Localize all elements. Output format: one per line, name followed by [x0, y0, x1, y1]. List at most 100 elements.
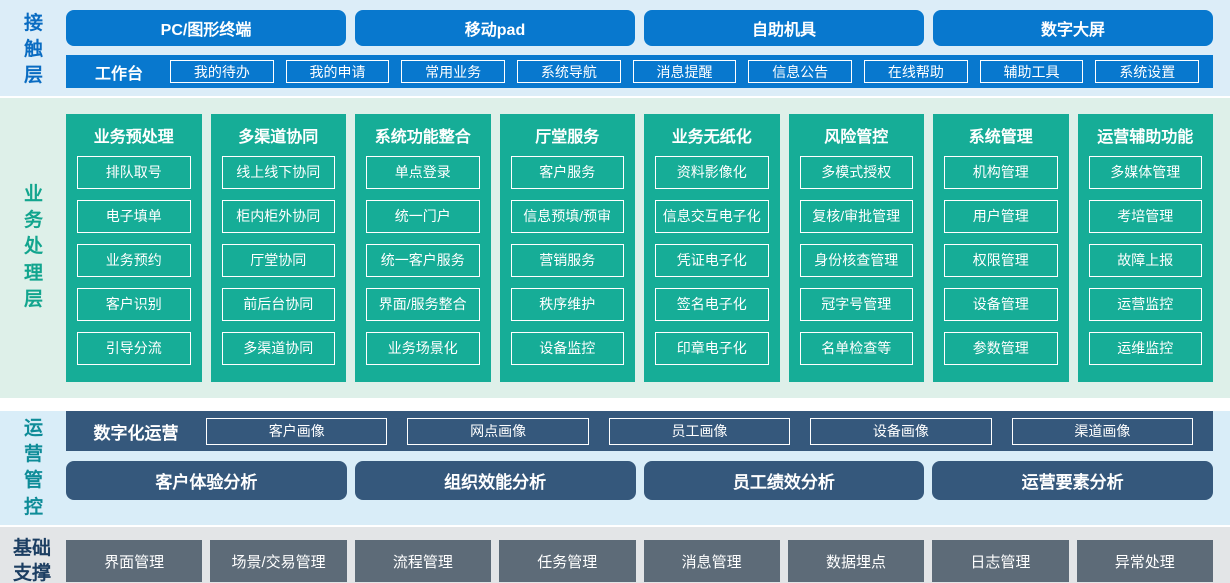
feature-box: 签名电子化: [655, 288, 769, 321]
feature-box: 运营监控: [1088, 288, 1202, 321]
foundation-box-data-tracking: 数据埋点: [787, 540, 925, 582]
feature-box: 用户管理: [944, 200, 1058, 233]
feature-box: 引导分流: [77, 332, 191, 365]
workbench-item-system-settings: 系统设置: [1095, 60, 1200, 83]
operations-control-layer: 运营管控 数字化运营 客户画像 网点画像 员工画像 设备画像 渠道画像 客户体验…: [0, 411, 1230, 525]
foundation-box-log-management: 日志管理: [932, 540, 1069, 582]
feature-box: 参数管理: [944, 332, 1058, 365]
feature-box: 设备监控: [510, 332, 624, 365]
feature-box: 厅堂协同: [221, 244, 335, 277]
terminal-self-service-machine: 自助机具: [644, 10, 924, 46]
profile-box-customer: 客户画像: [206, 417, 388, 445]
feature-box: 信息交互电子化: [655, 200, 769, 233]
workbench-item-my-applications: 我的申请: [285, 60, 390, 83]
feature-box: 故障上报: [1088, 244, 1202, 277]
profile-box-branch: 网点画像: [407, 417, 589, 445]
workbench-item-aux-tools: 辅助工具: [979, 60, 1084, 83]
analysis-row: 客户体验分析 组织效能分析 员工绩效分析 运营要素分析: [66, 461, 1213, 500]
workbench-bar: 工作台 我的待办 我的申请 常用业务 系统导航 消息提醒 信息公告 在线帮助 辅…: [66, 55, 1213, 88]
column-title: 风险管控: [824, 129, 889, 146]
column-title: 业务预处理: [93, 129, 174, 146]
profile-box-employee: 员工画像: [608, 417, 791, 445]
feature-box: 前后台协同: [221, 288, 335, 321]
workbench-item-my-todo: 我的待办: [170, 60, 274, 83]
digital-operations-label: 数字化运营: [93, 423, 179, 443]
foundation-box-process-management: 流程管理: [354, 540, 492, 582]
analysis-operation-elements: 运营要素分析: [932, 461, 1213, 500]
feature-box: 业务场景化: [366, 332, 480, 365]
feature-box: 客户识别: [77, 288, 191, 321]
column-paperless-business: 业务无纸化 资料影像化 信息交互电子化 凭证电子化 签名电子化 印章电子化: [644, 114, 780, 382]
business-processing-layer: 业务处理层 业务预处理 排队取号 电子填单 业务预约 客户识别 引导分流 多渠道…: [0, 98, 1230, 398]
workbench-item-common-business: 常用业务: [401, 60, 506, 83]
feature-box: 印章电子化: [655, 332, 769, 365]
column-title: 系统管理: [968, 129, 1033, 146]
column-system-management: 系统管理 机构管理 用户管理 权限管理 设备管理 参数管理: [933, 114, 1069, 382]
column-title: 业务无纸化: [671, 129, 752, 146]
terminal-pc-graphic: PC/图形终端: [66, 10, 346, 46]
foundation-row: 界面管理 场景/交易管理 流程管理 任务管理 消息管理 数据埋点 日志管理 异常…: [66, 527, 1213, 582]
column-title: 多渠道协同: [238, 129, 319, 146]
terminal-row: PC/图形终端 移动pad 自助机具 数字大屏: [66, 0, 1213, 46]
feature-box: 业务预约: [77, 244, 191, 277]
business-layer-label: 业务处理层: [23, 184, 43, 310]
feature-box: 线上线下协同: [221, 156, 335, 189]
feature-box: 设备管理: [944, 288, 1058, 321]
column-system-function-integration: 系统功能整合 单点登录 统一门户 统一客户服务 界面/服务整合 业务场景化: [355, 114, 491, 382]
analysis-customer-experience: 客户体验分析: [66, 461, 347, 500]
feature-box: 多渠道协同: [221, 332, 335, 365]
terminal-mobile-pad: 移动pad: [355, 10, 635, 46]
operations-layer-label: 运营管控: [23, 418, 43, 518]
column-operations-auxiliary: 运营辅助功能 多媒体管理 考培管理 故障上报 运营监控 运维监控: [1077, 114, 1213, 382]
column-business-preprocessing: 业务预处理 排队取号 电子填单 业务预约 客户识别 引导分流: [66, 114, 202, 382]
foundation-box-scene-transaction: 场景/交易管理: [210, 540, 347, 582]
feature-box: 复核/审批管理: [799, 200, 913, 233]
business-columns: 业务预处理 排队取号 电子填单 业务预约 客户识别 引导分流 多渠道协同 线上线…: [66, 98, 1213, 382]
foundation-box-task-management: 任务管理: [499, 540, 636, 582]
profile-box-channel: 渠道画像: [1011, 417, 1194, 445]
foundation-box-exception-handling: 异常处理: [1076, 540, 1213, 582]
workbench-item-info-bulletin: 信息公告: [748, 60, 853, 83]
workbench-label: 工作台: [94, 65, 143, 83]
contact-layer: 接触层 PC/图形终端 移动pad 自助机具 数字大屏 工作台 我的待办 我的申…: [0, 0, 1230, 96]
feature-box: 客户服务: [510, 156, 624, 189]
foundation-box-ui-management: 界面管理: [66, 540, 203, 582]
feature-box: 机构管理: [944, 156, 1058, 189]
feature-box: 电子填单: [77, 200, 191, 233]
feature-box: 冠字号管理: [799, 288, 913, 321]
feature-box: 单点登录: [366, 156, 480, 189]
feature-box: 凭证电子化: [655, 244, 769, 277]
feature-box: 界面/服务整合: [366, 288, 480, 321]
feature-box: 资料影像化: [655, 156, 769, 189]
foundation-layer-label: 基础支撑: [12, 538, 51, 583]
column-hall-service: 厅堂服务 客户服务 信息预填/预审 营销服务 秩序维护 设备监控: [499, 114, 635, 382]
feature-box: 信息预填/预审: [510, 200, 624, 233]
feature-box: 秩序维护: [510, 288, 624, 321]
feature-box: 运维监控: [1088, 332, 1202, 365]
column-multichannel-collaboration: 多渠道协同 线上线下协同 柜内柜外协同 厅堂协同 前后台协同 多渠道协同: [210, 114, 346, 382]
feature-box: 考培管理: [1088, 200, 1202, 233]
foundation-box-message-management: 消息管理: [643, 540, 780, 582]
digital-operations-bar: 数字化运营 客户画像 网点画像 员工画像 设备画像 渠道画像: [66, 411, 1213, 451]
feature-box: 多媒体管理: [1088, 156, 1202, 189]
workbench-item-system-nav: 系统导航: [517, 60, 621, 83]
feature-box: 营销服务: [510, 244, 624, 277]
column-risk-control: 风险管控 多模式授权 复核/审批管理 身份核查管理 冠字号管理 名单检查等: [788, 114, 924, 382]
column-title: 厅堂服务: [535, 129, 600, 146]
terminal-digital-screen: 数字大屏: [933, 10, 1213, 46]
feature-box: 身份核查管理: [799, 244, 913, 277]
feature-box: 权限管理: [944, 244, 1058, 277]
analysis-org-effectiveness: 组织效能分析: [354, 461, 636, 500]
feature-box: 名单检查等: [799, 332, 913, 365]
workbench-item-message-alerts: 消息提醒: [632, 60, 737, 83]
column-title: 运营辅助功能: [1097, 129, 1194, 146]
feature-box: 柜内柜外协同: [221, 200, 335, 233]
profile-box-device: 设备画像: [810, 417, 992, 445]
feature-box: 统一门户: [366, 200, 480, 233]
analysis-employee-performance: 员工绩效分析: [643, 461, 925, 500]
contact-layer-label: 接触层: [23, 13, 43, 87]
feature-box: 排队取号: [77, 156, 191, 189]
feature-box: 统一客户服务: [366, 244, 480, 277]
column-title: 系统功能整合: [374, 129, 471, 146]
